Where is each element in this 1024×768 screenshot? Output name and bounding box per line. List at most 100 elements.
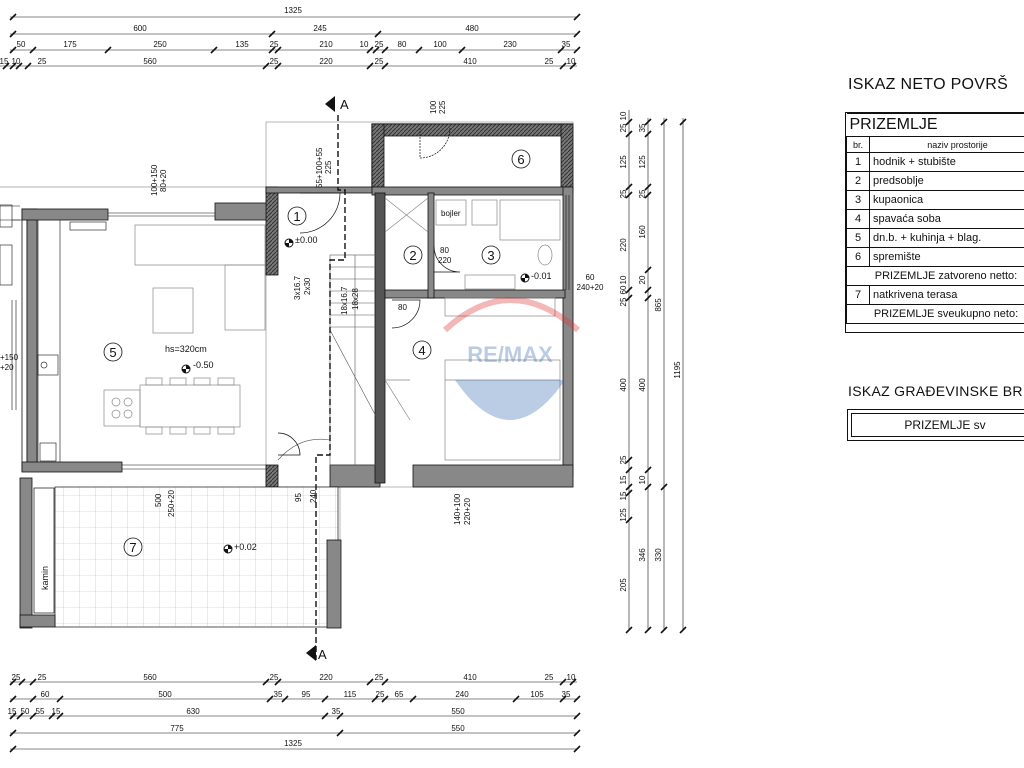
dimension-tick (644, 483, 652, 491)
window-dim-label: +20 (0, 363, 14, 372)
dim-text: 1325 (284, 739, 302, 748)
wall (371, 123, 573, 137)
dim-text: 35 (274, 690, 283, 699)
dimension-tick (644, 191, 652, 199)
dim-text: 230 (503, 40, 517, 49)
dimension-tick (9, 46, 17, 54)
dimension-tick (573, 30, 581, 38)
wall (26, 208, 38, 472)
dim-text: 220 (319, 673, 333, 682)
dim-text: 125 (638, 155, 647, 169)
row-number: 5 (846, 228, 870, 248)
dim-text: 55 (36, 707, 45, 716)
dim-text: 550 (451, 724, 465, 733)
dim-text: 10 (638, 475, 647, 484)
dimension-tick (371, 695, 379, 703)
dimension-tick (15, 62, 23, 70)
dimension-tick (625, 516, 633, 524)
row-number: 7 (846, 285, 870, 305)
watermark-text: RE/MAX (467, 342, 553, 367)
stairs-label: 2x30 (303, 277, 312, 295)
section-line-a (306, 96, 346, 661)
dimension-tick (104, 46, 112, 54)
dim-text: 25 (638, 189, 647, 198)
dim-text: 15 (8, 707, 17, 716)
dimension-tick (29, 712, 37, 720)
dimension-tick (573, 695, 581, 703)
dim-text: 25 (376, 690, 385, 699)
window-dim-label: 220+20 (463, 498, 472, 525)
right-dimension-texts: 10 25 125 25 220 10 60 25 400 25 15 15 1… (577, 111, 682, 592)
dim-text: 25 (375, 673, 384, 682)
dimension-tick (321, 695, 329, 703)
dimension-tick (644, 183, 652, 191)
dim-text: 160 (638, 225, 647, 239)
dimension-tick (266, 695, 274, 703)
subtotal-row: PRIZEMLJE zatvoreno netto: (846, 266, 1024, 286)
dimension-tick (56, 712, 64, 720)
dim-text: 410 (463, 673, 477, 682)
dimension-tick (559, 678, 567, 686)
window-glazing (0, 195, 570, 470)
dim-text: 480 (465, 24, 479, 33)
table-row: 7 natkrivena terasa (846, 285, 1024, 305)
dim-text: 60 (586, 273, 595, 282)
stairs-label: 18x16.7 (340, 286, 349, 315)
fireplace (33, 487, 55, 614)
ceiling-height-label: hs=320cm (165, 344, 207, 354)
dimension-tick (374, 30, 382, 38)
dim-text: 50 (21, 707, 30, 716)
dim-text: 60 (41, 690, 50, 699)
dim-text: 125 (619, 508, 628, 522)
top-dimension-lines (0, 16, 577, 67)
dim-text: 10 (567, 57, 576, 66)
wall (265, 464, 279, 488)
dimension-tick (625, 483, 633, 491)
dimension-tick (9, 62, 17, 70)
dim-text: 25 (270, 57, 279, 66)
dim-text: 95 (302, 690, 311, 699)
window-dim-label: 80+20 (159, 169, 168, 192)
wall (21, 208, 109, 221)
area-table: PRIZEMLJE br. naziv prostorije 1 hodnik … (845, 112, 1024, 333)
dim-text: 15 (52, 707, 61, 716)
table-row: 2 predsoblje (846, 171, 1024, 191)
dim-text: 15 (0, 57, 9, 66)
dim-text: 250 (153, 40, 167, 49)
row-name: dn.b. + kuhinja + blag. (869, 228, 1024, 248)
window-dim-label: 225 (324, 160, 333, 174)
dimension-tick (458, 46, 466, 54)
dim-text: 330 (654, 548, 663, 562)
dimension-tick (660, 118, 668, 126)
area-table-grid: PRIZEMLJE br. naziv prostorije 1 hodnik … (846, 113, 1024, 324)
dim-text: 20 (638, 275, 647, 284)
dimension-tick (29, 695, 37, 703)
door-dim-label: 220 (438, 256, 452, 265)
dimension-tick (381, 695, 389, 703)
dimension-tick (268, 46, 276, 54)
dim-text: 10 (360, 40, 369, 49)
dim-text: 240+20 (577, 283, 604, 292)
dim-text: 35 (638, 123, 647, 132)
dimension-tick (679, 626, 687, 634)
dim-text: 25 (38, 673, 47, 682)
dim-text: 25 (619, 455, 628, 464)
wall (412, 464, 574, 488)
dim-text: 220 (619, 238, 628, 252)
dimension-tick (210, 46, 218, 54)
level-label: ±0.00 (295, 235, 317, 245)
row-name: spavaća soba (869, 209, 1024, 229)
dimension-tick (381, 62, 389, 70)
dimension-tick (56, 695, 64, 703)
dimension-tick (559, 695, 567, 703)
dimension-tick (644, 466, 652, 474)
room-number-6: 6 (517, 152, 524, 167)
iskaz-neto-heading: ISKAZ NETO POVRŠ (848, 76, 1009, 93)
terrace-paving (54, 486, 339, 628)
dim-text: 65 (395, 690, 404, 699)
dim-text: 25 (12, 673, 21, 682)
dimension-tick (625, 626, 633, 634)
dimension-tick (366, 62, 374, 70)
dim-text: 25 (270, 673, 279, 682)
wall (371, 186, 573, 196)
